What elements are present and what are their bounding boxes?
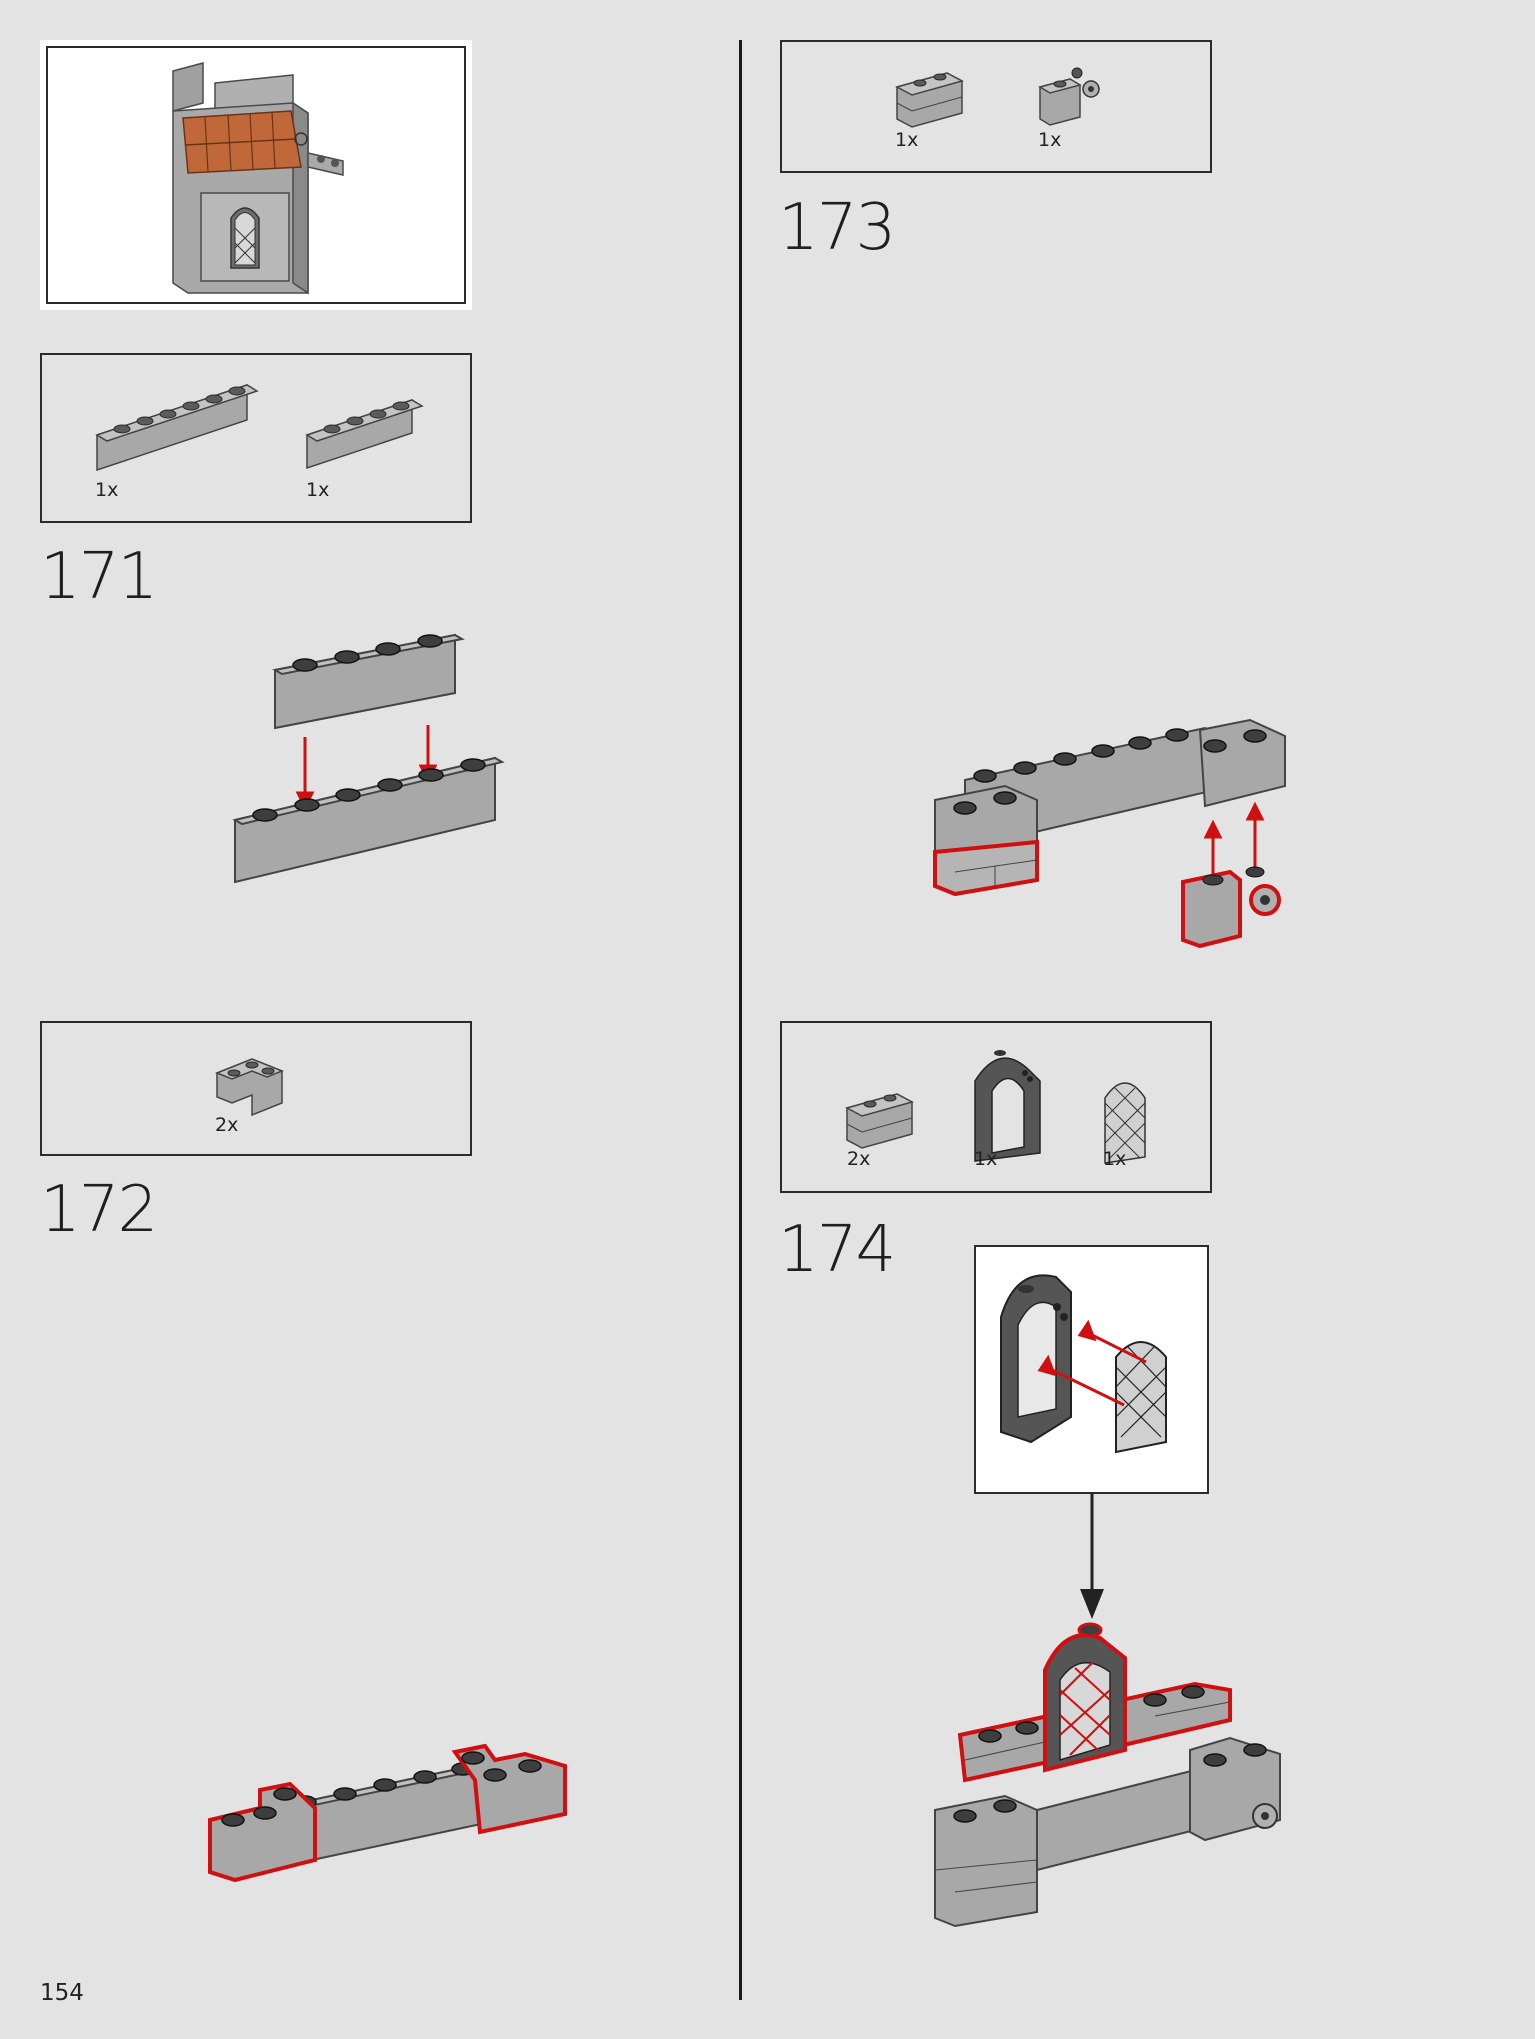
step-172-assembly-illustration bbox=[208, 1743, 567, 1883]
step-173-parts-box: 1x 1x bbox=[780, 40, 1212, 173]
step-173-number: 173 bbox=[778, 191, 896, 265]
step-174-part-2-qty: 1x bbox=[974, 1148, 998, 1170]
brick-1x4-icon bbox=[305, 398, 424, 470]
lattice-window-pane-icon bbox=[1104, 1082, 1146, 1164]
column-divider bbox=[739, 40, 742, 2000]
page-number: 154 bbox=[40, 1980, 84, 2006]
step-171-number: 171 bbox=[40, 540, 158, 614]
window-insert-illustration bbox=[1000, 1274, 1167, 1454]
step-174-part-3-qty: 1x bbox=[1103, 1148, 1127, 1170]
step-174-part-1-qty: 2x bbox=[847, 1148, 871, 1170]
step-171-assembly-illustration bbox=[232, 633, 505, 884]
step-171-parts-box: 1x 1x bbox=[40, 353, 472, 523]
step-172-number: 172 bbox=[40, 1173, 158, 1247]
step-172-parts-box: 2x bbox=[40, 1021, 472, 1156]
step-173-part-1-qty: 1x bbox=[895, 129, 919, 151]
step-172-part-1-qty: 2x bbox=[215, 1114, 239, 1136]
step-174-subassembly-callout bbox=[974, 1245, 1209, 1494]
step-174-parts-box: 2x 1x 1x bbox=[780, 1021, 1212, 1193]
brick-1x6-icon bbox=[95, 383, 259, 472]
callout-arrow bbox=[1080, 1494, 1104, 1619]
masonry-brick-icon-2 bbox=[844, 1093, 915, 1149]
step-174-assembly-illustration bbox=[934, 1622, 1281, 1928]
step-171-part-2-qty: 1x bbox=[306, 479, 330, 501]
submodel-preview-box bbox=[40, 40, 472, 310]
step-173-assembly-illustration bbox=[933, 718, 1286, 949]
step-171-part-1-qty: 1x bbox=[95, 479, 119, 501]
wall-submodel-illustration bbox=[172, 62, 344, 295]
step-173-part-2-qty: 1x bbox=[1038, 129, 1062, 151]
brick-with-clip-icon bbox=[1038, 67, 1100, 126]
arch-window-frame-icon bbox=[974, 1050, 1041, 1162]
masonry-brick-icon bbox=[894, 72, 965, 128]
corner-brick-icon bbox=[214, 1058, 285, 1117]
step-174-number: 174 bbox=[778, 1213, 896, 1287]
